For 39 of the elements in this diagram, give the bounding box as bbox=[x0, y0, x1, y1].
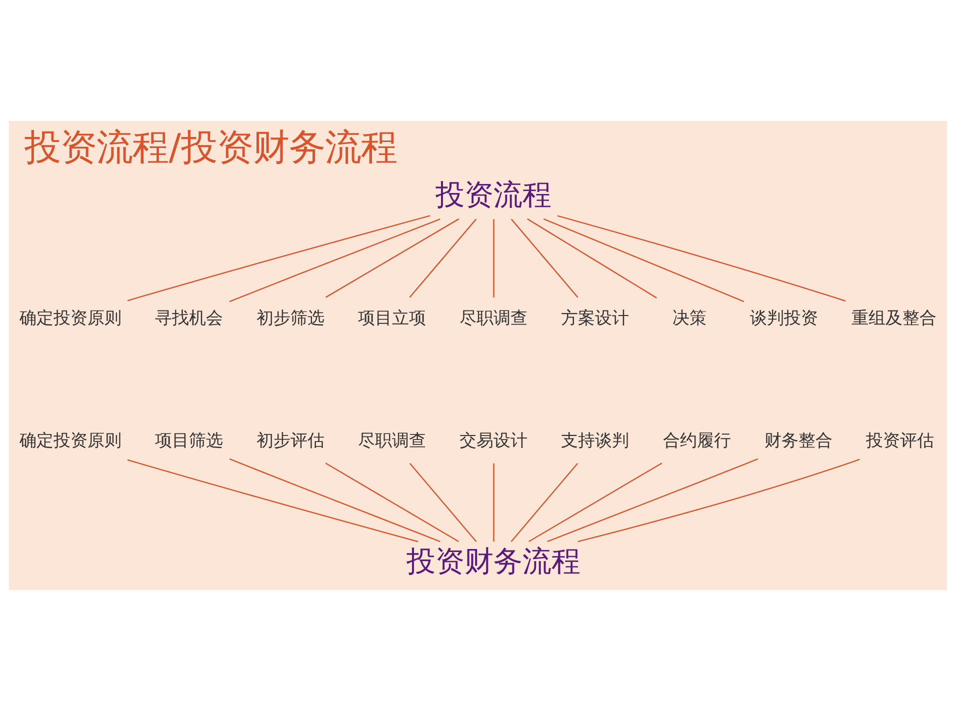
node-text: 合约履行 bbox=[662, 429, 730, 450]
connector bbox=[324, 462, 458, 542]
node-text: 谈判投资 bbox=[749, 307, 818, 328]
node-text: 决策 bbox=[672, 307, 706, 328]
node-text: 投资流程 bbox=[435, 177, 552, 212]
node-text: 初步评估 bbox=[256, 429, 324, 450]
connector bbox=[510, 462, 578, 542]
node-text: 寻找机会 bbox=[154, 307, 223, 328]
connector bbox=[542, 218, 744, 302]
node-text: 初步筛选 bbox=[256, 307, 324, 328]
node-text: 方案设计 bbox=[560, 307, 629, 328]
node-text: 项目筛选 bbox=[154, 429, 223, 450]
node-text: 项目立项 bbox=[358, 307, 426, 328]
connector bbox=[408, 462, 476, 542]
connector bbox=[228, 458, 440, 542]
node-text: 投资财务流程 bbox=[406, 543, 580, 578]
node-text: 财务整合 bbox=[764, 429, 832, 450]
connector bbox=[228, 218, 440, 302]
connector bbox=[324, 218, 459, 298]
node-text: 投资评估 bbox=[865, 429, 934, 450]
diagram-title: 投资流程/投资财务流程 bbox=[24, 125, 396, 168]
connector bbox=[408, 218, 476, 298]
connector bbox=[510, 218, 578, 298]
connector bbox=[492, 462, 494, 542]
node-text: 确定投资原则 bbox=[19, 307, 122, 328]
connector bbox=[577, 458, 860, 542]
node-text: 重组及整合 bbox=[850, 307, 936, 328]
connector bbox=[526, 218, 656, 298]
node-text: 支持谈判 bbox=[560, 429, 629, 450]
node-text: 尽职调查 bbox=[459, 307, 528, 328]
node-text: 尽职调查 bbox=[358, 429, 426, 450]
connector bbox=[546, 458, 758, 542]
connector bbox=[492, 218, 494, 297]
connector bbox=[528, 462, 662, 542]
connector bbox=[556, 214, 846, 302]
node-text: 交易设计 bbox=[459, 429, 528, 450]
connector bbox=[126, 214, 430, 301]
connector bbox=[126, 458, 418, 542]
node-text: 确定投资原则 bbox=[19, 429, 122, 450]
